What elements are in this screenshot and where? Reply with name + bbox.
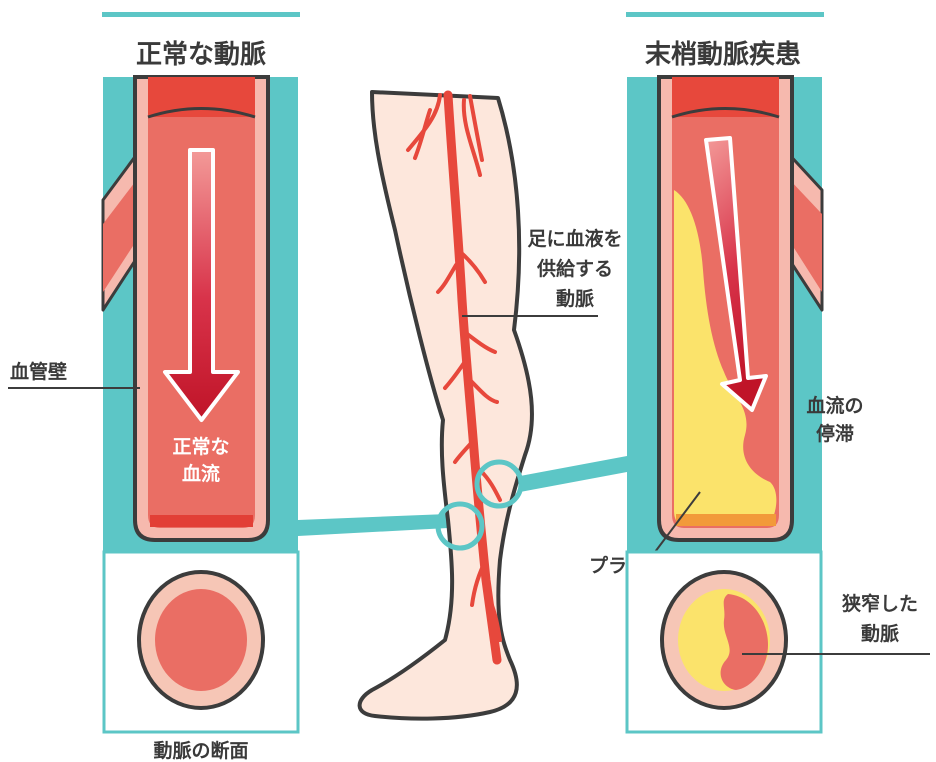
pad-cross-section-lumen bbox=[720, 594, 768, 690]
normal-connector bbox=[298, 514, 448, 536]
normal-cross-section-lumen bbox=[155, 589, 247, 691]
normal-title-bar bbox=[102, 12, 300, 17]
plaque-leader-upper bbox=[654, 491, 701, 553]
stagnation-label-1: 血流の bbox=[806, 394, 863, 417]
normal-flow-arrow bbox=[163, 148, 240, 422]
leg-artery-label-2: 供給する bbox=[536, 257, 613, 280]
pad-panel: 末梢動脈疾患 血流の 停滞 プラーク 狭窄した 動脈 bbox=[589, 12, 930, 734]
leg-main-artery bbox=[443, 90, 502, 665]
normal-flow-label-2: 血流 bbox=[182, 462, 220, 485]
stagnation-label-2: 停滞 bbox=[816, 422, 854, 445]
pad-connector bbox=[520, 456, 627, 492]
pad-flow-arrow bbox=[704, 136, 768, 412]
pad-title-bar bbox=[626, 12, 824, 17]
leg-illustration: 足に血液を 供給する 動脈 bbox=[357, 90, 623, 721]
vessel-wall-label: 血管壁 bbox=[10, 360, 67, 383]
narrowed-label-2: 動脈 bbox=[861, 622, 899, 645]
normal-artery-panel: 正常な動脈 正常な 血流 血管壁 動脈の断面 bbox=[8, 12, 300, 762]
normal-flow-label-1: 正常な bbox=[172, 435, 229, 458]
narrowed-label-1: 狭窄した bbox=[841, 592, 918, 615]
leg-artery-label-1: 足に血液を bbox=[527, 227, 622, 250]
leg-normal-circle bbox=[435, 501, 485, 551]
pad-plaque bbox=[674, 190, 777, 526]
normal-title: 正常な動脈 bbox=[136, 40, 266, 70]
cross-section-label: 動脈の断面 bbox=[153, 739, 248, 762]
pad-title: 末梢動脈疾患 bbox=[645, 39, 801, 70]
leg-outline bbox=[357, 90, 534, 721]
leg-pad-circle bbox=[474, 459, 524, 509]
leg-artery-label-3: 動脈 bbox=[556, 287, 594, 310]
